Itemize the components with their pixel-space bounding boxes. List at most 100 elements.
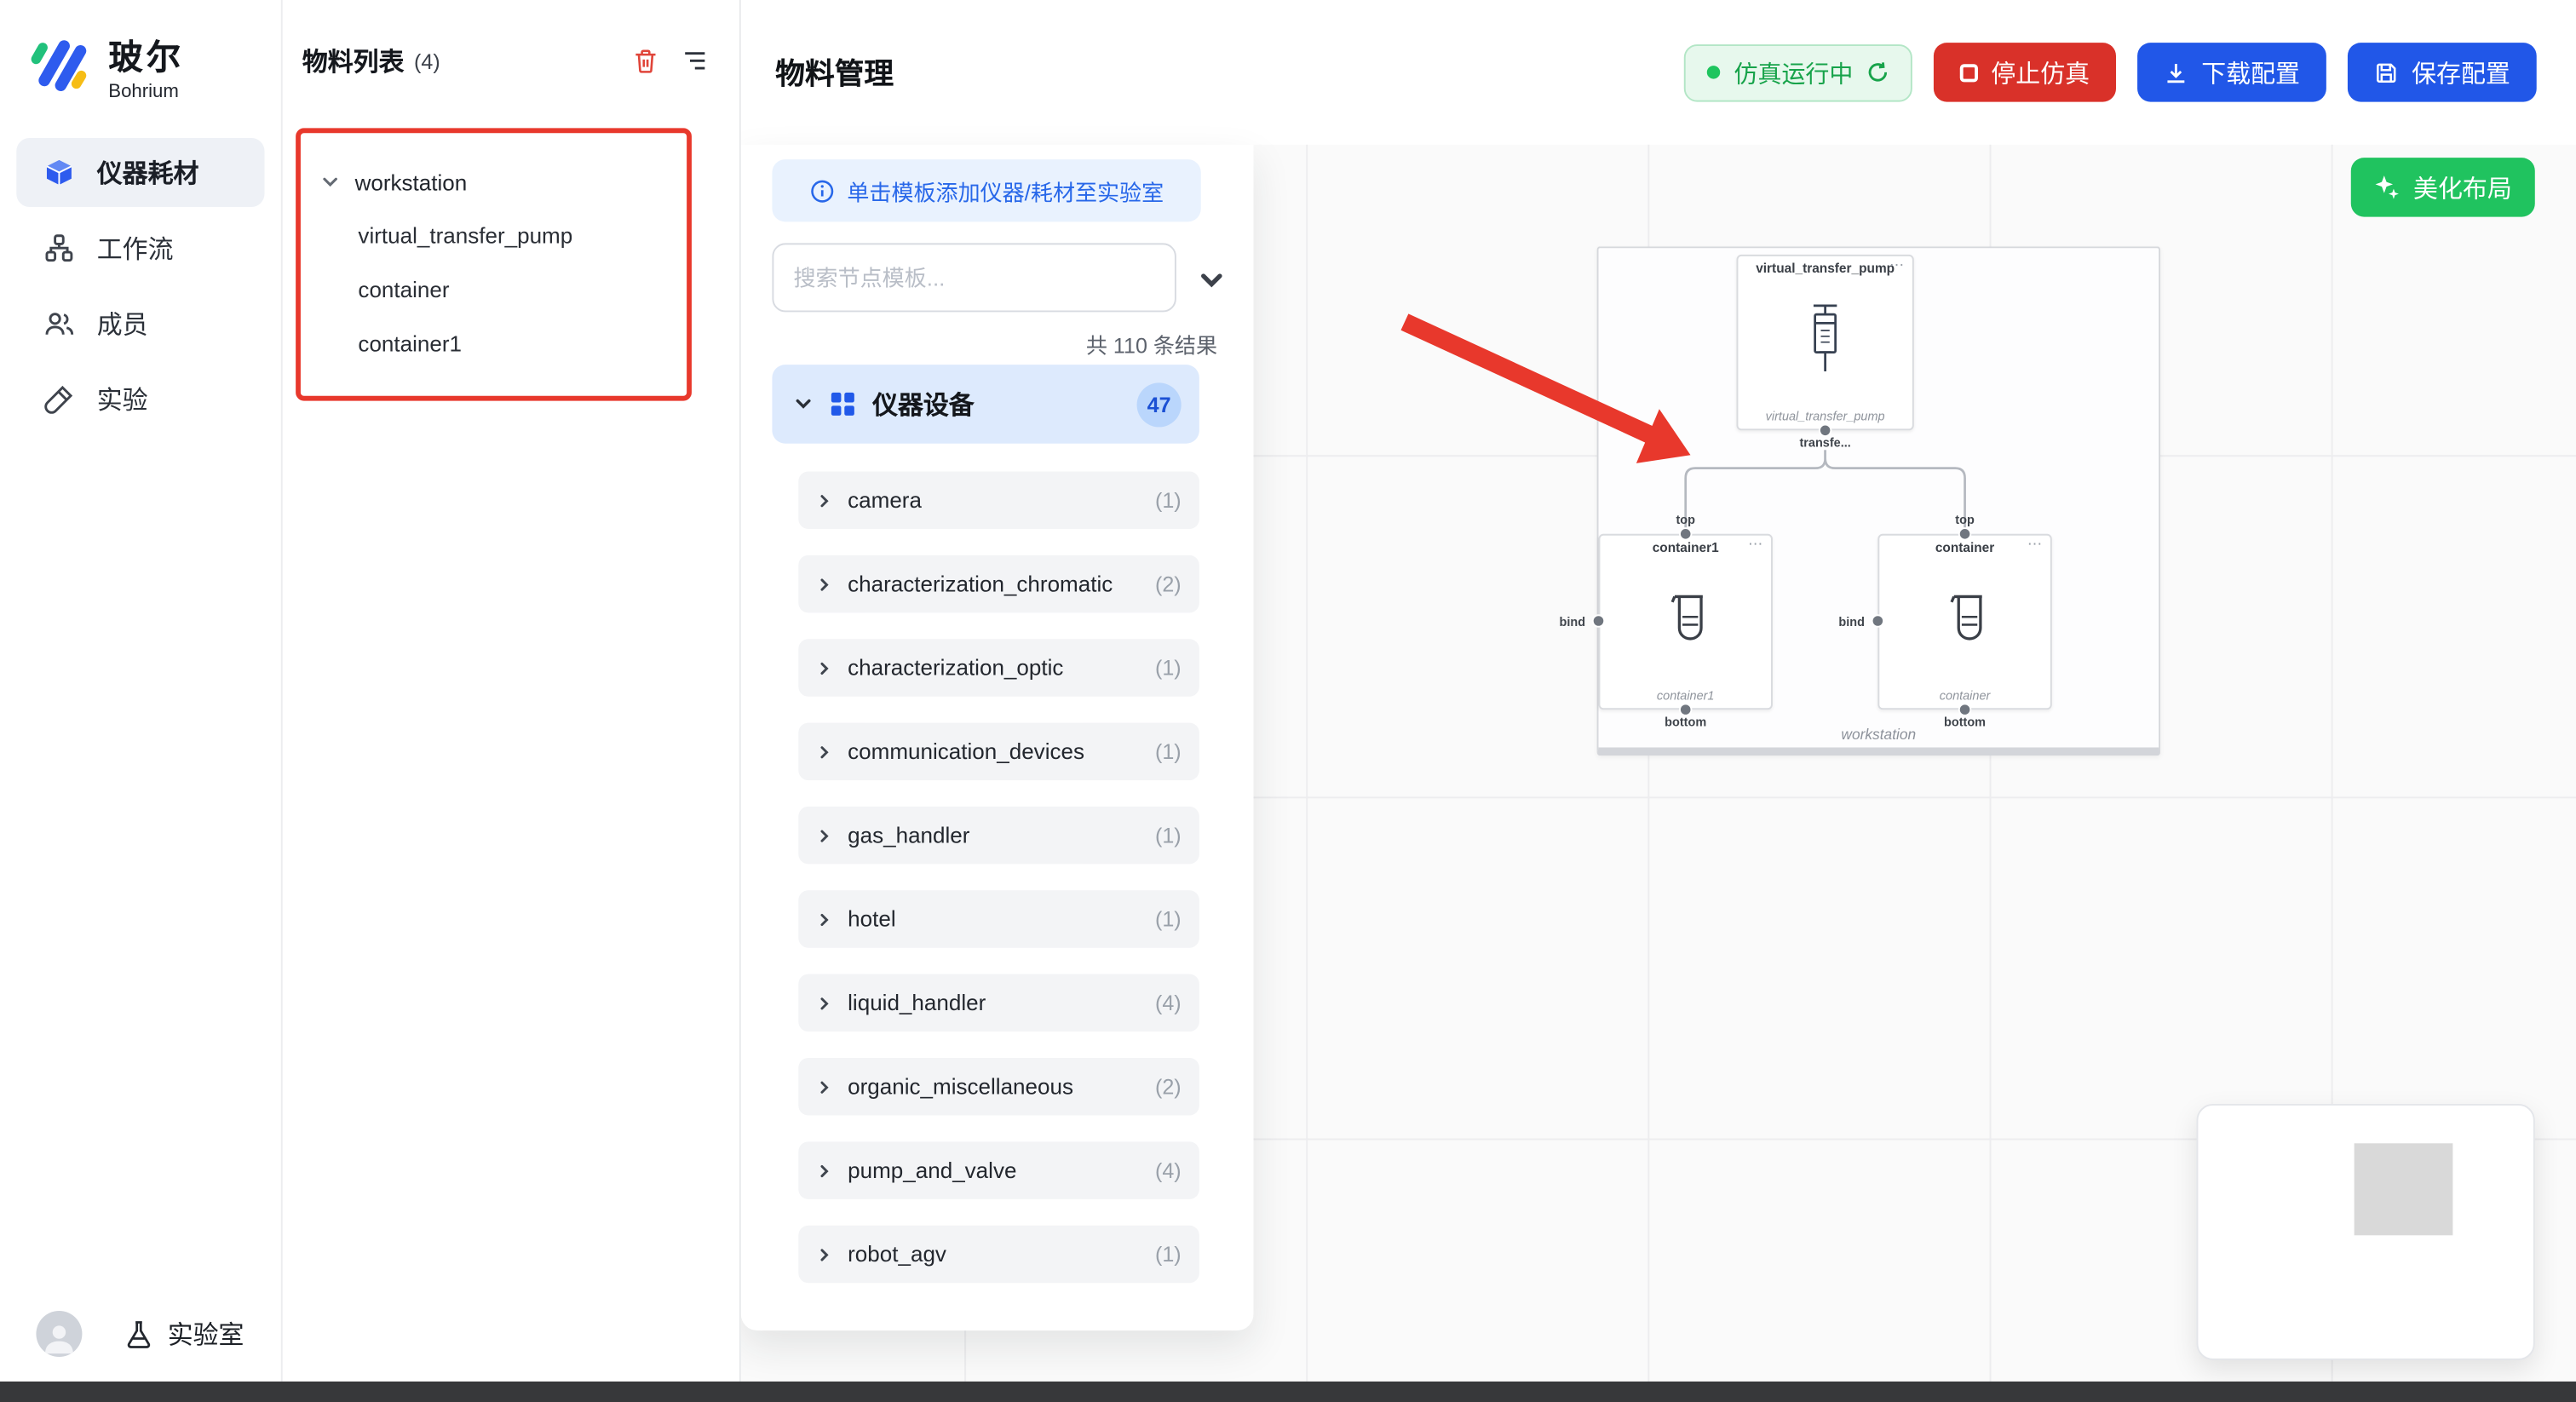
trash-icon[interactable] — [631, 46, 661, 76]
port-dot[interactable] — [1820, 425, 1831, 436]
sidebar-menu: 仪器耗材 工作流 — [16, 137, 265, 440]
node-virtual-transfer-pump[interactable]: virtual_transfer_pump ⋯ virtual_transfer… — [1736, 254, 1914, 431]
category-label: 仪器设备 — [872, 392, 975, 421]
save-icon — [2377, 62, 2396, 83]
template-item-communication-devices[interactable]: communication_devices (1) — [798, 722, 1199, 781]
brand-name-en: Bohrium — [108, 81, 179, 101]
template-item-pump-and-valve[interactable]: pump_and_valve (4) — [798, 1141, 1199, 1199]
brand-logo[interactable]: 玻尔 Bohrium — [23, 30, 184, 102]
chevron-down-icon[interactable] — [1194, 263, 1228, 296]
node-menu-button[interactable]: ⋯ — [2027, 535, 2044, 552]
materials-header: 物料列表 (4) — [283, 0, 739, 79]
tree-list-icon[interactable] — [680, 46, 710, 76]
chevron-right-icon — [820, 1080, 829, 1093]
simulation-status-label: 仿真运行中 — [1734, 61, 1854, 89]
port-dot[interactable] — [1680, 704, 1691, 715]
port-dot[interactable] — [1872, 616, 1883, 626]
port-dot[interactable] — [1959, 704, 1970, 715]
template-item-liquid-handler[interactable]: liquid_handler (4) — [798, 974, 1199, 1032]
port-label-top: top — [1955, 512, 1975, 528]
template-item-characterization-chromatic[interactable]: characterization_chromatic (2) — [798, 554, 1199, 613]
tree-item-label: workstation — [354, 170, 468, 195]
port-dot[interactable] — [1959, 528, 1970, 539]
results-count: 共 110 条结果 — [1085, 333, 1218, 359]
save-config-button[interactable]: 保存配置 — [2347, 43, 2537, 102]
sidebar-item-label: 工作流 — [96, 236, 174, 265]
port-dot[interactable] — [1680, 528, 1691, 539]
sidebar-item-workflow[interactable]: 工作流 — [16, 214, 264, 283]
sidebar-item-members[interactable]: 成员 — [16, 289, 264, 358]
workflow-icon — [43, 232, 76, 265]
header-actions: 仿真运行中 停止仿真 下载配置 — [1684, 43, 2537, 102]
template-hint-text: 单击模板添加仪器/耗材至实验室 — [847, 181, 1164, 206]
lab-label: 实验室 — [167, 1322, 244, 1351]
chevron-right-icon — [820, 661, 829, 675]
materials-title: 物料列表 — [302, 49, 405, 78]
chevron-right-icon — [820, 829, 829, 842]
download-config-label: 下载配置 — [2201, 60, 2300, 89]
chevron-right-icon — [820, 745, 829, 758]
syringe-icon — [1799, 296, 1852, 389]
tree-item-workstation[interactable]: workstation — [283, 156, 739, 209]
node-caption: virtual_transfer_pump — [1765, 409, 1885, 424]
sidebar-item-label: 成员 — [96, 312, 148, 341]
tree-item[interactable]: container — [358, 277, 450, 302]
chevron-down-icon — [796, 399, 811, 409]
sidebar-item-lab[interactable]: 实验室 — [124, 1316, 244, 1352]
bottom-edge-bar — [0, 1381, 2576, 1402]
stop-simulation-label: 停止仿真 — [1991, 60, 2090, 89]
port-label-bottom: bottom — [1665, 714, 1707, 730]
template-hint-banner[interactable]: 单击模板添加仪器/耗材至实验室 — [772, 159, 1201, 222]
materials-count: (4) — [414, 48, 440, 73]
materials-tree: workstation virtual_transfer_pump contai… — [283, 156, 739, 371]
node-title: virtual_transfer_pump — [1756, 261, 1895, 276]
chevron-right-icon — [820, 1248, 829, 1261]
category-count-badge: 47 — [1136, 382, 1182, 427]
port-label-top: top — [1676, 512, 1695, 528]
category-instruments[interactable]: 仪器设备 47 — [772, 365, 1199, 444]
simulation-status-pill[interactable]: 仿真运行中 — [1684, 43, 1912, 101]
chevron-right-icon — [820, 997, 829, 1009]
bohrium-logo-icon — [31, 40, 87, 92]
sidebar-item-experiment[interactable]: 实验 — [16, 365, 264, 434]
download-icon — [2167, 63, 2185, 83]
template-item-organic-miscellaneous[interactable]: organic_miscellaneous (2) — [798, 1057, 1199, 1116]
tree-item[interactable]: virtual_transfer_pump — [358, 223, 573, 249]
test-tube-icon — [43, 382, 76, 416]
stop-icon — [1959, 63, 1978, 82]
template-item-characterization-optic[interactable]: characterization_optic (1) — [798, 639, 1199, 697]
search-input[interactable] — [772, 243, 1176, 313]
template-item-list: camera (1) characterization_chromatic (2… — [798, 471, 1199, 1309]
stop-simulation-button[interactable]: 停止仿真 — [1933, 43, 2116, 102]
members-icon — [43, 307, 76, 341]
node-menu-button[interactable]: ⋯ — [1747, 535, 1765, 552]
node-menu-button[interactable]: ⋯ — [1889, 256, 1906, 273]
port-dot[interactable] — [1593, 616, 1604, 626]
template-item-camera[interactable]: camera (1) — [798, 471, 1199, 529]
node-container[interactable]: container ⋯ container — [1877, 533, 2052, 710]
node-container1[interactable]: container1 ⋯ container1 — [1598, 533, 1773, 710]
tree-item[interactable]: container1 — [358, 331, 463, 357]
sidebar-item-instruments[interactable]: 仪器耗材 — [16, 137, 265, 207]
sidebar-item-label: 实验 — [96, 388, 148, 416]
chevron-right-icon — [820, 1164, 829, 1177]
materials-panel: 物料列表 (4) workstation vi — [282, 0, 741, 1382]
template-item-robot-agv[interactable]: robot_agv (1) — [798, 1225, 1199, 1284]
download-config-button[interactable]: 下载配置 — [2137, 43, 2326, 102]
sidebar-footer: 实验室 — [0, 1304, 281, 1363]
template-panel: 单击模板添加仪器/耗材至实验室 共 110 条结果 仪器设备 47 — [740, 144, 1254, 1331]
port-label-bind: bind — [1559, 614, 1586, 629]
template-item-hotel[interactable]: hotel (1) — [798, 890, 1199, 948]
brand-text: 玻尔 Bohrium — [108, 31, 184, 101]
beautify-layout-button[interactable]: 美化布局 — [2350, 158, 2535, 217]
minimap[interactable] — [2196, 1103, 2535, 1360]
refresh-icon[interactable] — [1866, 60, 1889, 83]
minimap-viewport — [2354, 1143, 2453, 1236]
beaker-icon — [1934, 586, 1996, 657]
brand-name-zh: 玻尔 — [108, 38, 184, 77]
chevron-right-icon — [820, 912, 829, 926]
template-item-gas-handler[interactable]: gas_handler (1) — [798, 806, 1199, 865]
box-icon — [43, 156, 76, 189]
avatar[interactable] — [36, 1310, 83, 1357]
